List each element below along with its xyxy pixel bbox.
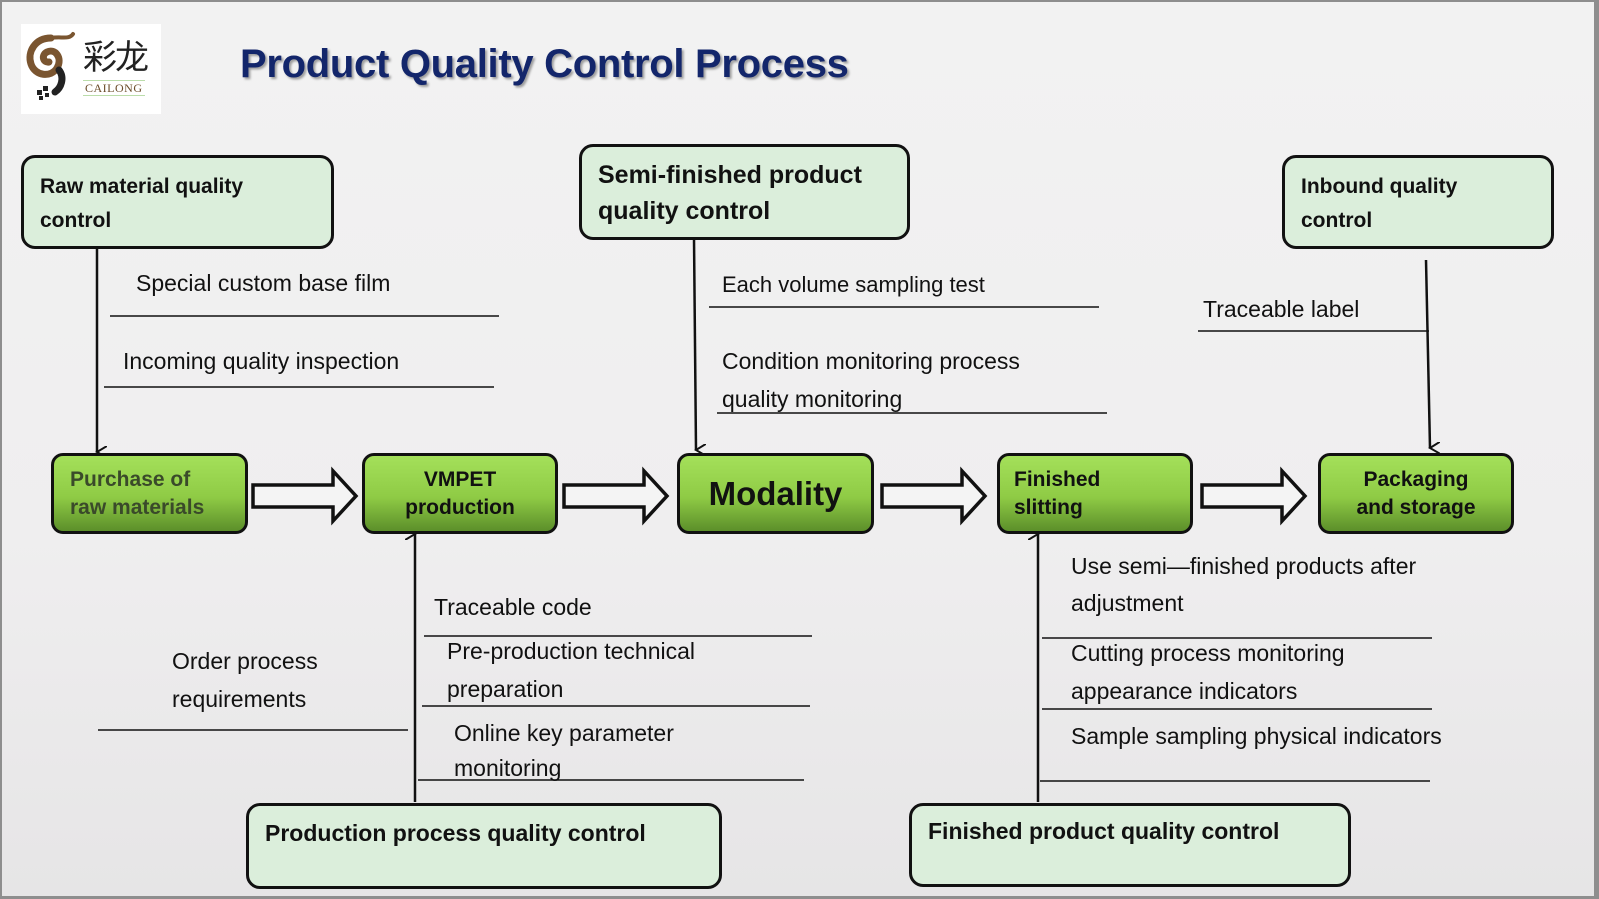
note-text: quality monitoring <box>722 386 903 412</box>
finished-product-control-box: Finished product quality control <box>909 803 1351 887</box>
stage-label: and storage <box>1356 495 1476 519</box>
stage-label: Finished <box>1014 467 1101 491</box>
note-text: Condition monitoring process <box>722 348 1020 374</box>
production-process-control-box: Production process quality control <box>246 803 722 889</box>
stage-label: Purchase of <box>70 467 191 491</box>
control-box-label: quality control <box>598 197 771 225</box>
stage-label: Packaging <box>1363 467 1469 491</box>
control-box-label: control <box>40 209 112 232</box>
logo-chinese-text: 彩龙 <box>83 38 149 78</box>
dragon-swirl-icon <box>26 32 75 100</box>
stage-label: Modality <box>708 474 843 512</box>
control-box-label: Production process quality control <box>265 820 646 846</box>
control-box-label: Semi-finished product <box>598 161 862 189</box>
inbound-connector <box>1424 259 1430 448</box>
note-text: Special custom base film <box>136 270 391 296</box>
note-text: Cutting process monitoring <box>1071 640 1345 666</box>
raw-material-control-box: Raw material quality control <box>21 155 334 249</box>
logo-brand-text: CAILONG <box>83 80 145 96</box>
note-text: adjustment <box>1071 590 1184 616</box>
note-text: Order process <box>172 648 318 674</box>
cailong-logo: 彩龙 CAILONG <box>21 24 161 114</box>
stage-label: production <box>405 495 515 519</box>
note-text: Use semi—finished products after <box>1071 553 1417 579</box>
flow-arrow-icon <box>251 466 359 526</box>
control-box-label: control <box>1301 209 1373 232</box>
stage-packaging-storage: Packaging and storage <box>1318 453 1514 534</box>
stage-label: slitting <box>1014 495 1083 519</box>
note-text: preparation <box>447 676 564 702</box>
note-text: Online key parameter <box>454 720 674 746</box>
note-text: monitoring <box>454 755 562 781</box>
stage-label: raw materials <box>70 495 205 519</box>
note-text: appearance indicators <box>1071 678 1298 704</box>
stage-label: VMPET <box>423 467 497 491</box>
note-text: requirements <box>172 686 307 712</box>
stage-purchase-raw-materials: Purchase of raw materials <box>51 453 248 534</box>
control-box-label: Finished product quality control <box>928 818 1280 844</box>
stage-vmpet-production: VMPET production <box>362 453 558 534</box>
semi-finished-control-box: Semi-finished product quality control <box>579 144 910 240</box>
note-text: Pre-production technical <box>447 638 696 664</box>
stage-modality: Modality <box>677 453 874 534</box>
page-title: Product Quality Control Process <box>240 42 849 86</box>
stage-finished-slitting: Finished slitting <box>997 453 1193 534</box>
flow-arrow-icon <box>1200 466 1308 526</box>
note-text: Each volume sampling test <box>722 272 985 297</box>
note-text: Incoming quality inspection <box>123 348 400 374</box>
inbound-control-box: Inbound quality control <box>1282 155 1554 249</box>
control-box-label: Raw material quality <box>40 175 244 198</box>
note-text: Traceable label <box>1203 296 1360 322</box>
note-text: Sample sampling physical indicators <box>1071 723 1442 749</box>
flow-arrow-icon <box>562 466 670 526</box>
note-text: Traceable code <box>434 594 592 620</box>
control-box-label: Inbound quality <box>1301 175 1458 198</box>
semi-finished-connector <box>692 237 696 450</box>
flow-arrow-icon <box>880 466 988 526</box>
